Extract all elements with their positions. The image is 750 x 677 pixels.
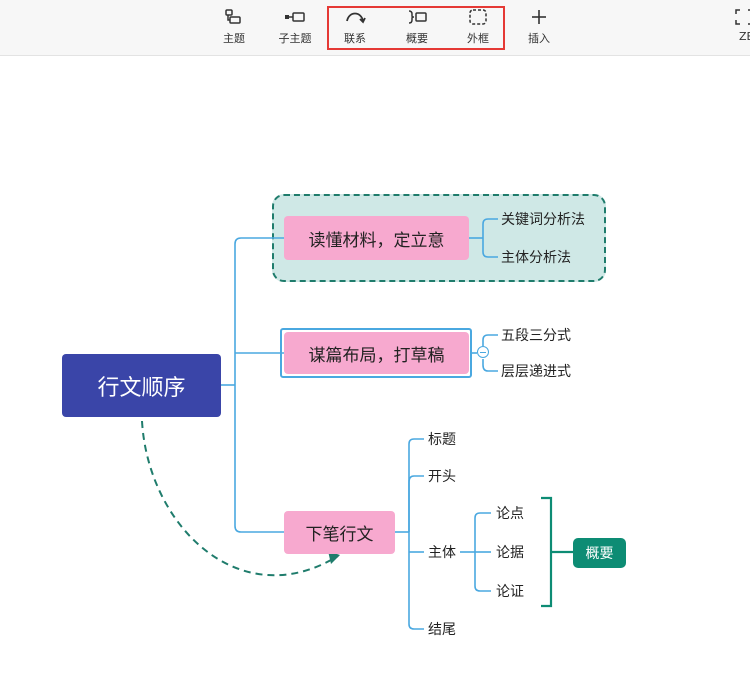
subtopic-evidence[interactable]: 论据 — [496, 545, 524, 561]
subtopic-five-paragraph[interactable]: 五段三分式 — [501, 328, 571, 344]
topic-button[interactable]: 主题 — [211, 6, 257, 50]
subtopic-progressive[interactable]: 层层递进式 — [501, 364, 571, 380]
zen-icon — [735, 9, 750, 25]
relationship-label: 联系 — [344, 32, 366, 45]
subtopic-argument[interactable]: 论点 — [496, 506, 524, 522]
subtopic-label: 子主题 — [278, 32, 312, 45]
subtopic-keyword-method[interactable]: 关键词分析法 — [501, 212, 585, 228]
collapse-toggle-icon[interactable] — [477, 346, 489, 358]
subtopic-opening[interactable]: 开头 — [428, 469, 456, 485]
subtopic-reasoning[interactable]: 论证 — [496, 584, 524, 600]
insert-button[interactable]: 插入 — [516, 6, 562, 50]
main-topic-3[interactable]: 下笔行文 — [284, 511, 395, 554]
plus-icon — [532, 10, 546, 24]
boundary-label: 外框 — [467, 32, 489, 45]
subtopic-body[interactable]: 主体 — [428, 545, 456, 561]
topic-label: 主题 — [223, 32, 245, 45]
main-topic-1[interactable]: 读懂材料，定立意 — [284, 216, 469, 260]
subtopic-subject-method[interactable]: 主体分析法 — [501, 250, 571, 266]
zen-label: ZE — [739, 30, 750, 43]
summary-label: 概要 — [406, 32, 428, 45]
boundary-icon — [469, 9, 487, 25]
toolbar: 主题 子主题 联系 概要 外框 插入 — [0, 0, 750, 56]
relationship-line — [141, 420, 339, 577]
insert-label: 插入 — [528, 32, 550, 45]
summary-topic[interactable]: 概要 — [573, 538, 626, 568]
topic-icon — [225, 9, 241, 24]
main-topic-2[interactable]: 谋篇布局，打草稿 — [284, 332, 469, 374]
connector-lines — [141, 218, 573, 630]
selection-outline — [280, 328, 472, 378]
subtopic-title[interactable]: 标题 — [428, 432, 456, 448]
root-topic[interactable]: 行文顺序 — [62, 354, 221, 417]
relationship-icon — [346, 12, 366, 24]
summary-icon — [408, 10, 427, 24]
boundary-button[interactable]: 外框 — [455, 6, 501, 50]
zen-button[interactable]: ZE — [728, 6, 750, 50]
subtopic-button[interactable]: 子主题 — [272, 6, 318, 50]
subtopic-ending[interactable]: 结尾 — [428, 622, 456, 638]
mindmap-canvas[interactable]: 行文顺序 读懂材料，定立意 谋篇布局，打草稿 下笔行文 关键词分析法 主体分析法… — [0, 56, 750, 677]
subtopic-icon — [285, 12, 305, 22]
summary-button[interactable]: 概要 — [394, 6, 440, 50]
relationship-button[interactable]: 联系 — [332, 6, 378, 50]
